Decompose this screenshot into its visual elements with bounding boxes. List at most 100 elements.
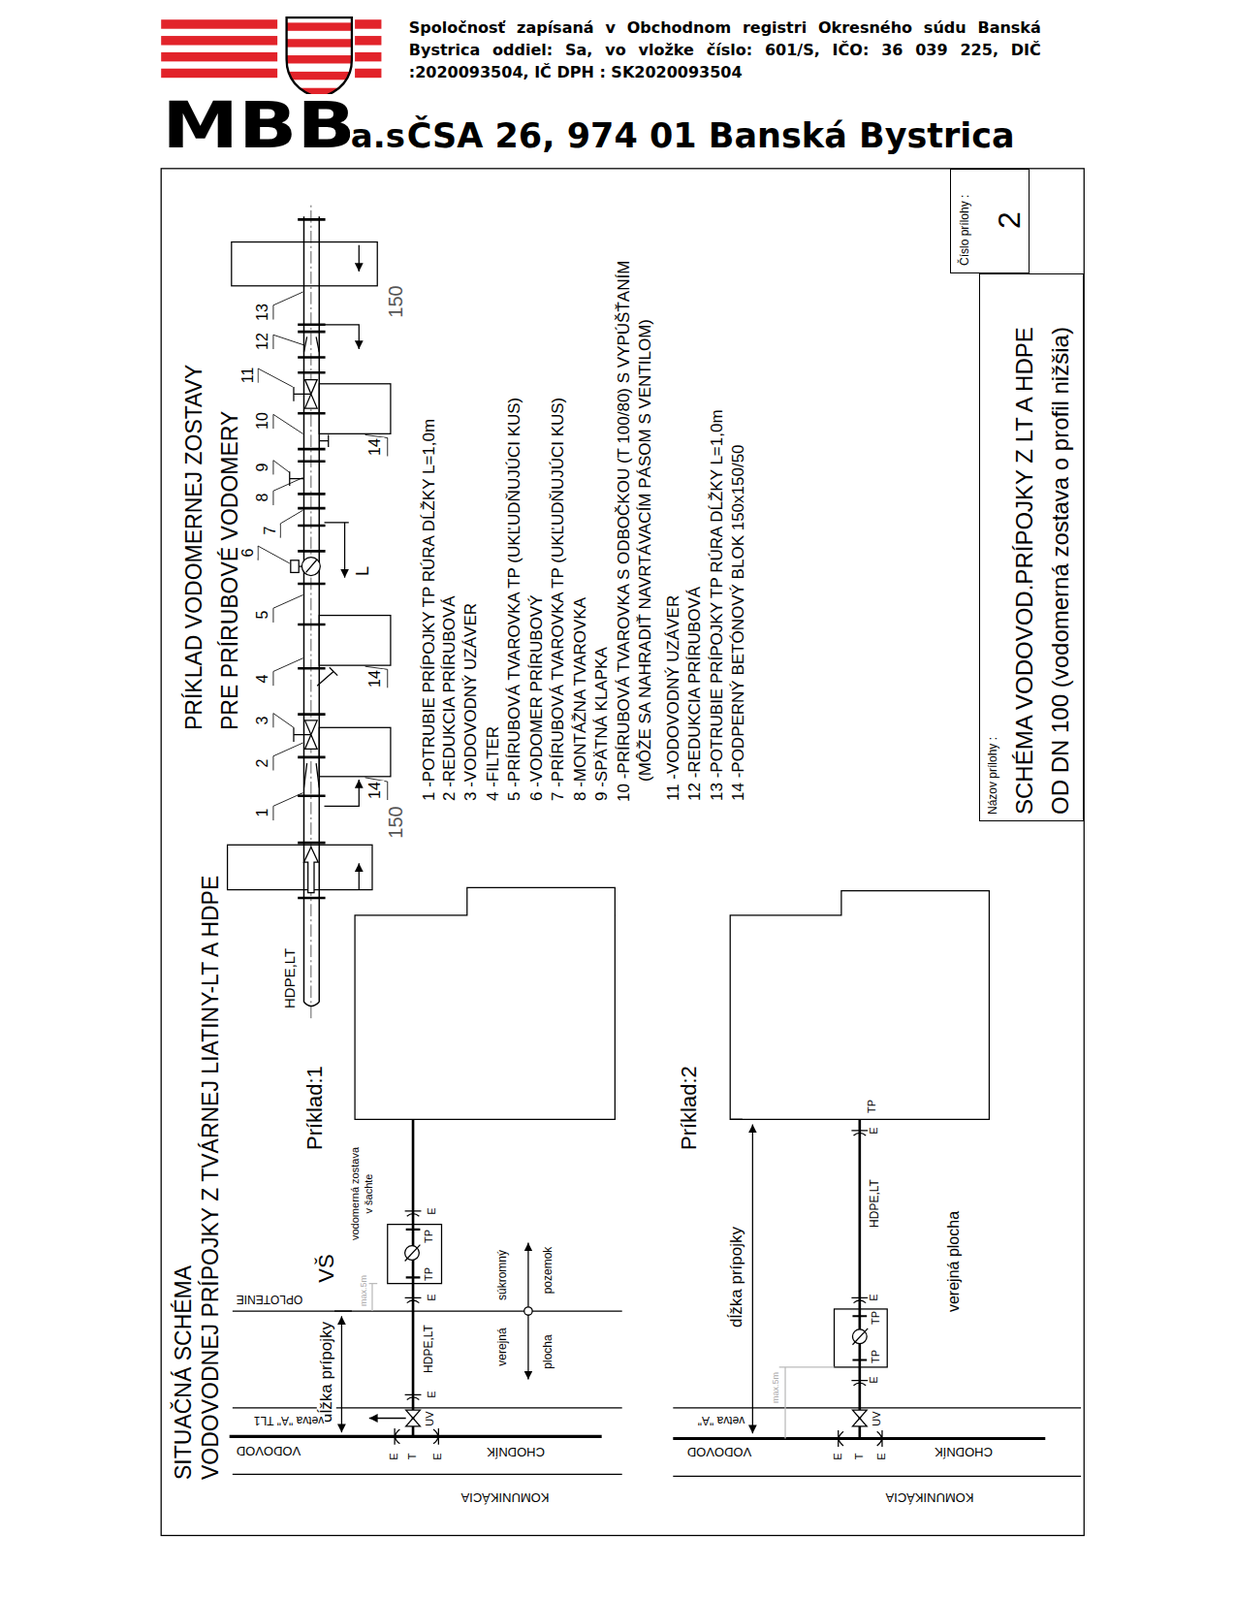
- pipe-label: HDPE,LT: [421, 1323, 436, 1374]
- title-block-caption: Názov prílohy :: [985, 735, 1000, 816]
- fitting-code: E: [388, 1452, 402, 1461]
- logo-stripe: [354, 52, 381, 62]
- callout-number: 11: [238, 366, 257, 385]
- callout-number: 13: [253, 302, 273, 322]
- valve-handle: [293, 727, 312, 742]
- street-edge: [672, 1407, 1081, 1476]
- parts-list-item: 11 -VODOVODNÝ UZÁVER: [664, 594, 684, 802]
- meter-symbol: [852, 1328, 868, 1345]
- plan-label: VODOVOD: [234, 1442, 301, 1458]
- fitting-code: TP: [866, 1098, 880, 1114]
- logo-stripe: [354, 68, 381, 78]
- fitting-code: UV: [423, 1410, 437, 1427]
- dimension-arrow: [324, 779, 360, 806]
- logo-shield: [286, 55, 352, 64]
- fitting-code: UV: [870, 1410, 884, 1427]
- street-edge: [232, 1407, 623, 1474]
- service-pipe: [412, 1118, 415, 1436]
- boundary-point: [524, 1306, 533, 1315]
- fitting-code: E: [867, 1375, 881, 1385]
- dimension-arrow: [358, 245, 360, 272]
- dimension-arrow: [752, 1124, 754, 1434]
- dimension-arrow: [344, 522, 346, 578]
- title-block-number: 2: [990, 210, 1028, 230]
- dimension-arrow: [358, 862, 360, 889]
- plan-label: plocha: [540, 1332, 555, 1369]
- logo-stripe: [160, 19, 278, 29]
- pipe-flange: [852, 1315, 867, 1360]
- meter-assembly-drawing: [227, 204, 391, 1018]
- plan-label: CHODNÍK: [485, 1443, 546, 1459]
- sheet-title: SITUAČNÁ SCHÉMA: [171, 1264, 199, 1481]
- parts-list-item: 4 -FILTER: [483, 725, 504, 802]
- logo-shield: [286, 17, 352, 98]
- plan-label: vetva "A": [696, 1413, 746, 1427]
- dimension-line: [334, 1309, 352, 1311]
- fitting-code: E: [425, 1292, 439, 1301]
- logo-shield: [286, 17, 352, 98]
- pipe-label: HDPE,LT: [281, 947, 299, 1010]
- flow-arrow: [303, 846, 318, 892]
- leader-line: [257, 291, 304, 821]
- plan-label: vetva "A" TL1: [253, 1413, 325, 1427]
- dimension-arrow: [341, 1315, 343, 1432]
- fitting-code: E: [875, 1452, 888, 1461]
- fitting-code: T: [406, 1452, 419, 1461]
- parts-list-item: 14 -PODPERNÝ BETÓNOVÝ BLOK 150x150/50: [728, 443, 748, 802]
- plan-label: verejná plocha: [944, 1209, 963, 1313]
- plan-label: KOMUNIKÁCIA: [885, 1489, 976, 1506]
- fitting-symbol: [405, 1210, 422, 1400]
- parts-list-item: 1 -POTRUBIE PRÍPOJKY TP RÚRA DĹŽKY L=1,0…: [419, 417, 440, 802]
- valve-arrow: [369, 1417, 407, 1419]
- fitting-code: TP: [869, 1309, 883, 1326]
- example-title: Príklad:1: [302, 1064, 328, 1151]
- shaft-label: VŠ: [313, 1252, 339, 1283]
- fitting-symbol: [394, 1427, 439, 1445]
- dimension-line: [779, 1366, 835, 1439]
- callout-number: 6: [238, 547, 257, 559]
- callout-number: 5: [253, 609, 273, 621]
- callout-number: 10: [253, 412, 273, 432]
- parts-list-item: 12 -REDUKCIA PRÍRUBOVÁ: [685, 585, 705, 802]
- dimension-label: max.5m: [357, 1273, 369, 1307]
- fence-line: [232, 1309, 623, 1311]
- callout-number: 2: [253, 757, 273, 768]
- example-title: Príklad:2: [676, 1064, 702, 1151]
- logo-stripe: [160, 68, 278, 78]
- title-block-cell: Názov prílohy :SCHÉMA VODOVOD.PRÍPOJKY Z…: [979, 273, 1084, 822]
- logo-stripe: [160, 52, 278, 62]
- center-line: [310, 204, 312, 1018]
- pipe-flange: [297, 219, 325, 898]
- meter-box: [834, 1308, 888, 1367]
- parts-list-item: 9 -SPÄTNÁ KLAPKA: [591, 645, 611, 802]
- callout-number: 3: [253, 714, 273, 726]
- parts-list-item: 6 -VODOMER PRÍRUBOVÝ: [527, 593, 547, 802]
- title-block-caption: Číslo prílohy :: [956, 193, 971, 267]
- plan-label: OPLOTENIE: [234, 1292, 304, 1306]
- valve-symbol: [406, 1409, 421, 1427]
- example-2-plan: [672, 890, 1081, 1477]
- fitting-code: E: [425, 1205, 439, 1215]
- logo-shield: [286, 71, 352, 80]
- meter-symbol: [290, 560, 299, 573]
- dimension-value: L: [352, 565, 375, 577]
- filter-symbol: [316, 666, 338, 686]
- logo-shield: [286, 38, 352, 47]
- plan-label: verejná: [494, 1326, 508, 1366]
- detail-title: PRÍKLAD VODOMERNEJ ZOSTAVY: [181, 363, 209, 731]
- parts-list-item: 2 -REDUKCIA PRÍRUBOVÁ: [440, 594, 460, 802]
- company-registration: Spoločnosť zapísaná v Obchodnom registri…: [408, 16, 1043, 84]
- title-block-cell: Číslo prílohy : 2: [950, 168, 1030, 274]
- dimension-label: dĺžka prípojky: [316, 1320, 336, 1424]
- plan-label: KOMUNIKÁCIA: [459, 1489, 550, 1506]
- meter-symbol: [405, 1244, 421, 1262]
- fitting-code: TP: [422, 1266, 436, 1282]
- callout-number: 4: [253, 672, 273, 684]
- pipe: [303, 216, 319, 1006]
- parts-list-item: 13 -POTRUBIE PRÍPOJKY TP RÚRA DĹŽKY L=1,…: [706, 408, 727, 802]
- dimension-arrow: [324, 324, 360, 349]
- fitting-code: E: [867, 1292, 881, 1301]
- dimension-label: dĺžka prípojky: [726, 1225, 746, 1329]
- fitting-code: E: [432, 1452, 445, 1461]
